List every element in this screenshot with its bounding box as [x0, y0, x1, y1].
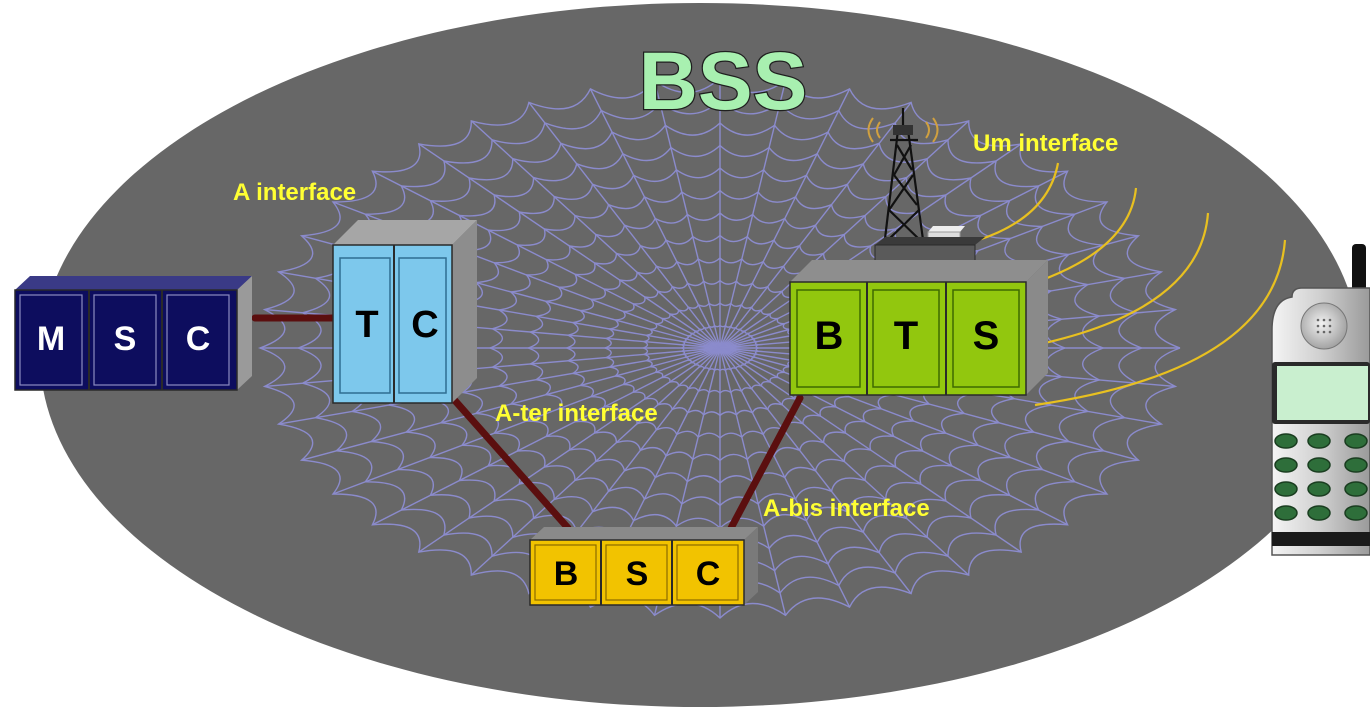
web-ring [526, 234, 912, 462]
msc-letter-c: C [186, 320, 211, 358]
web-ring [641, 302, 798, 394]
bts-letter-s: S [973, 314, 1000, 358]
bsc-block: B S C [529, 527, 758, 606]
msc-letter-m: M [37, 320, 65, 358]
bsc-letter-s: S [626, 555, 649, 593]
a-ter-interface-label: A-ter interface [495, 400, 658, 427]
bts-block: B T S [789, 260, 1048, 396]
msc-letter-s: S [114, 320, 137, 358]
web-ring [487, 212, 951, 484]
web-ring [257, 77, 1181, 619]
bsc-letter-c: C [696, 555, 721, 593]
mobile-phone-icon [1271, 244, 1370, 556]
tc-letter-t: T [355, 304, 378, 346]
web-ring [564, 257, 874, 439]
msc-block: M S C [14, 276, 252, 391]
bts-letter-b: B [815, 314, 844, 358]
web-ring [296, 99, 1142, 597]
bsc-letter-b: B [554, 555, 579, 593]
web-ring [679, 324, 760, 372]
web-ring [602, 279, 836, 417]
bts-letter-t: T [894, 314, 918, 358]
um-interface-label: Um interface [973, 130, 1118, 157]
link-bsc-bts [726, 394, 804, 534]
link-tc-bsc [446, 391, 572, 532]
diagram-title: BSS [639, 36, 808, 127]
links [251, 314, 804, 534]
tc-block: T C [332, 220, 477, 404]
tc-letter-c: C [411, 304, 438, 346]
a-interface-label: A interface [233, 179, 356, 206]
radio-wave-4 [1034, 239, 1287, 407]
a-bis-interface-label: A-bis interface [763, 495, 930, 522]
